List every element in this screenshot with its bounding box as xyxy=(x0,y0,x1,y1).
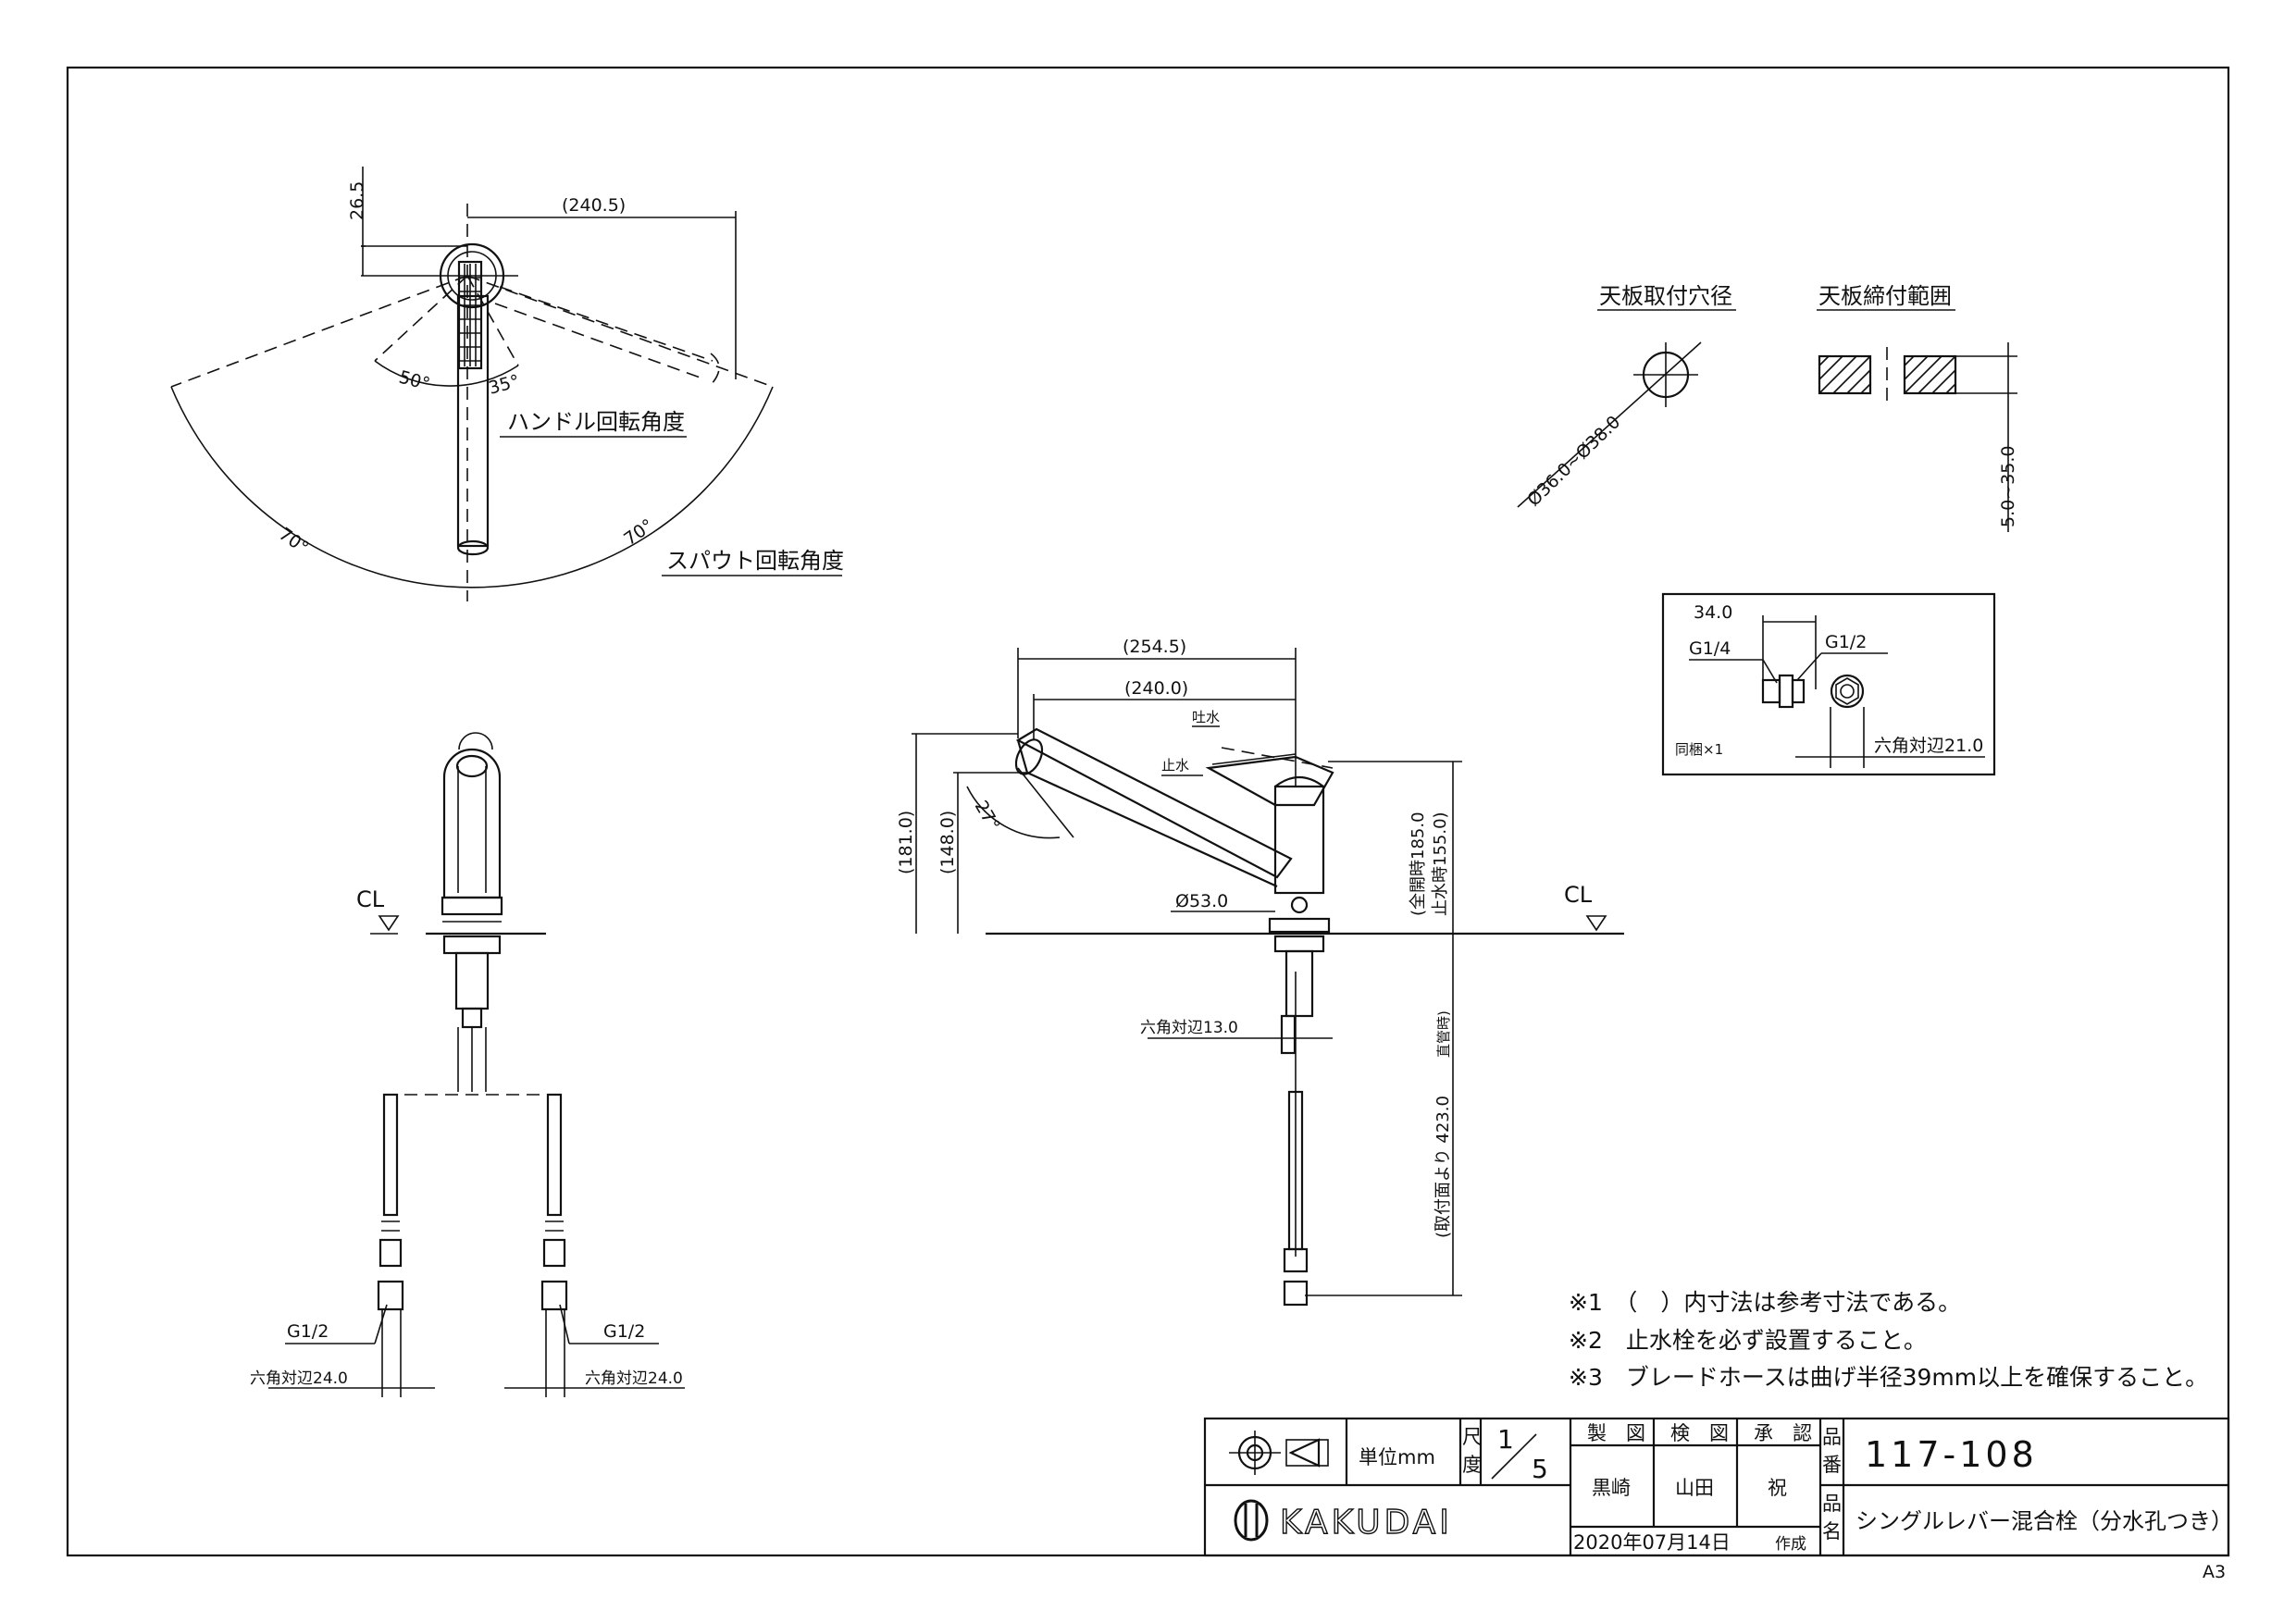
top-view: 26.5 (240.5) 50° 35° ハンドル回転角度 70° 70° スパ… xyxy=(170,167,844,601)
front-hex-right: 六角対辺24.0 xyxy=(585,1369,683,1388)
scale-num: 1 xyxy=(1497,1424,1514,1455)
drawing-border xyxy=(66,66,2230,1557)
drawn-by: 黒崎 xyxy=(1592,1477,1631,1499)
side-dim-hose-main: (取付面より 423.0 xyxy=(1433,1096,1453,1238)
date: 2020年07月14日 xyxy=(1573,1531,1731,1554)
scale-den: 5 xyxy=(1532,1454,1548,1484)
brand-name: KAKUDAI xyxy=(1280,1504,1453,1542)
side-dim-reach: (240.0) xyxy=(1124,678,1188,699)
hole-detail: 天板取付穴径 Ø36.0~Ø38.0 xyxy=(1517,283,1736,511)
note-2: ※2 止水栓を必ず設置すること。 xyxy=(1569,1327,1927,1354)
accessory-box: 34.0 G1/4 G1/2 同梱×1 六角対辺21.0 xyxy=(1661,592,1996,776)
top-angle-right: 35° xyxy=(487,371,522,399)
scale-label-1: 尺 xyxy=(1462,1426,1482,1448)
top-angle-left: 50° xyxy=(397,367,432,395)
name-label-1: 品 xyxy=(1822,1493,1842,1515)
top-spout-angle-right: 70° xyxy=(620,515,657,550)
side-outlet-label: 吐水 xyxy=(1192,709,1220,725)
approved-header: 承 認 xyxy=(1754,1422,1812,1444)
accessory-thread-right: G1/2 xyxy=(1825,632,1867,652)
accessory-hex: 六角対辺21.0 xyxy=(1874,736,1983,756)
side-dim-base: Ø53.0 xyxy=(1175,891,1228,911)
side-dim-height-spout: (148.0) xyxy=(937,811,958,874)
unit-label: 単位mm xyxy=(1359,1446,1435,1468)
note-1: ※1 （ ）内寸法は参考寸法である。 xyxy=(1569,1289,1961,1316)
side-stop-label: 止水 xyxy=(1161,757,1189,774)
front-thread-right: G1/2 xyxy=(603,1321,645,1342)
checked-by: 山田 xyxy=(1675,1477,1714,1499)
handle-rotation-label: ハンドル回転角度 xyxy=(507,409,685,435)
kakudai-logo xyxy=(1234,1499,1269,1542)
side-cl: CL xyxy=(1564,882,1593,908)
note-3: ※3 ブレードホースは曲げ半径39mm以上を確保すること。 xyxy=(1569,1364,2208,1391)
accessory-note: 同梱×1 xyxy=(1675,741,1723,758)
front-thread-left: G1/2 xyxy=(287,1321,329,1342)
hole-detail-dim: Ø36.0~Ø38.0 xyxy=(1523,412,1624,510)
side-hex: 六角対辺13.0 xyxy=(1140,1019,1238,1037)
accessory-dim-width: 34.0 xyxy=(1694,602,1732,623)
sheet-size: A3 xyxy=(2203,1562,2226,1582)
title-block: 単位mm 尺 度 1 5 製 図 検 図 承 認 黒崎 山田 祝 品 番 117… xyxy=(1203,1417,2233,1557)
front-view: CL G1/2 G1/2 六角対辺24.0 六角対辺24.0 xyxy=(250,732,685,1397)
side-angle: 27° xyxy=(971,798,1004,835)
top-dim-offset: 26.5 xyxy=(347,181,367,220)
side-dim-reach-total: (254.5) xyxy=(1123,637,1186,657)
front-cl: CL xyxy=(356,886,385,912)
projection-symbol xyxy=(1229,1431,1329,1475)
notes: ※1 （ ）内寸法は参考寸法である。 ※2 止水栓を必ず設置すること。 ※3 ブ… xyxy=(1569,1289,2208,1391)
accessory-thread-left: G1/4 xyxy=(1689,638,1731,659)
created-label: 作成 xyxy=(1775,1535,1806,1554)
side-dim-hose-note: 直管時) xyxy=(1435,1010,1452,1058)
clamp-detail: 天板締付範囲 5.0~35.0 xyxy=(1817,283,2018,532)
product-code: 117-108 xyxy=(1865,1434,2038,1475)
product-name: シングルレバー混合栓（分水孔つき） xyxy=(1855,1508,2233,1534)
scale-label-2: 度 xyxy=(1462,1454,1482,1476)
front-hex-left: 六角対辺24.0 xyxy=(250,1369,348,1388)
drawn-header: 製 図 xyxy=(1587,1422,1645,1444)
side-view: (254.5) (240.0) 吐水 止水 (181.0) (148.0) 27… xyxy=(896,637,1624,1307)
top-dim-reach: (240.5) xyxy=(562,195,626,216)
side-dim-stop: 止水時155.0) xyxy=(1431,812,1450,916)
side-dim-height-total: (181.0) xyxy=(896,811,916,874)
code-label-1: 品 xyxy=(1822,1426,1842,1448)
clamp-detail-dim: 5.0~35.0 xyxy=(1998,446,2018,527)
top-spout-angle-left: 70° xyxy=(275,524,312,558)
code-label-2: 番 xyxy=(1822,1454,1842,1476)
hole-detail-title: 天板取付穴径 xyxy=(1599,283,1732,309)
name-label-2: 名 xyxy=(1822,1520,1842,1542)
spout-rotation-label: スパウト回転角度 xyxy=(666,548,844,574)
side-dim-open: (全開時185.0 xyxy=(1409,812,1428,916)
checked-header: 検 図 xyxy=(1670,1422,1729,1444)
clamp-detail-title: 天板締付範囲 xyxy=(1818,283,1952,309)
approved-by: 祝 xyxy=(1768,1477,1787,1499)
